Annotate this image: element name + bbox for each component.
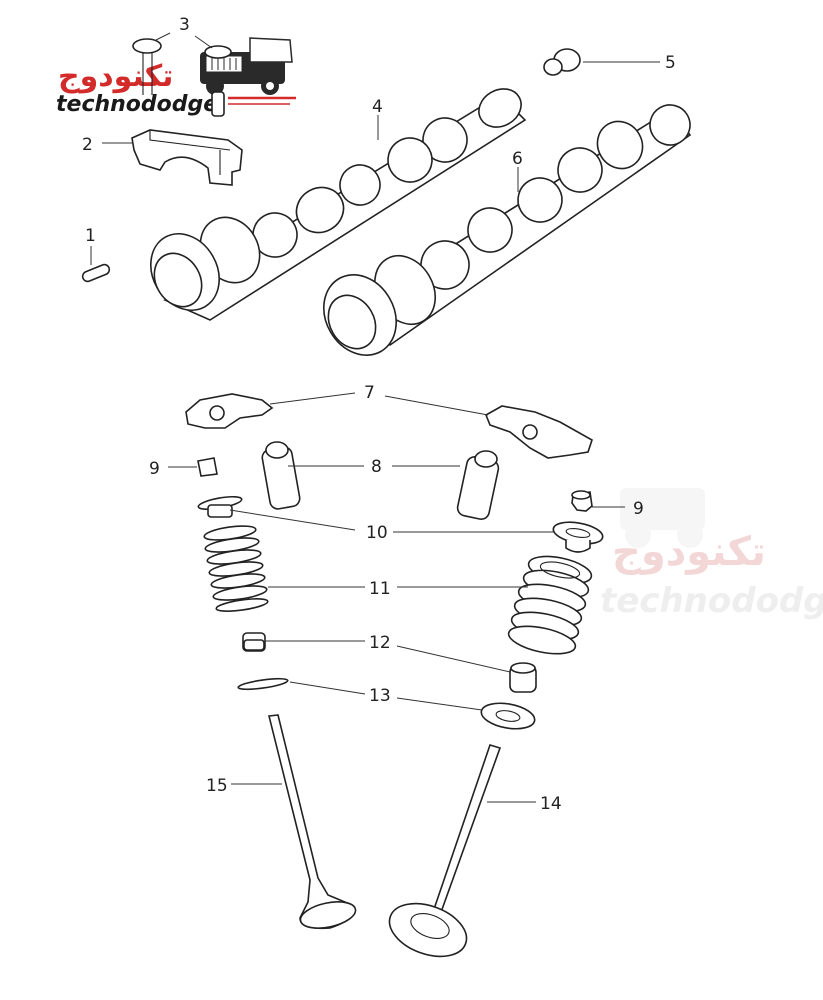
callout-10: 10 <box>366 523 388 543</box>
callout-5: 5 <box>665 53 676 73</box>
callout-14: 14 <box>540 794 562 814</box>
leader-lines <box>90 32 660 803</box>
watermark: تكنودوج technododge <box>600 488 823 621</box>
part-13-washer-left[interactable] <box>237 677 289 692</box>
part-9-keeper-right[interactable] <box>571 490 593 512</box>
part-7-rocker-arm-right[interactable] <box>484 405 593 459</box>
callout-13: 13 <box>369 686 391 706</box>
watermark-arabic: تكنودوج <box>612 529 766 575</box>
callout-4: 4 <box>372 97 383 117</box>
part-8-lash-adjuster-left[interactable] <box>261 441 301 510</box>
part-13-washer-right[interactable] <box>479 699 536 732</box>
part-7-rocker-arm-left[interactable] <box>185 393 274 429</box>
part-11-spring-left[interactable] <box>203 523 269 613</box>
part-12-stem-seal-left[interactable] <box>242 632 266 652</box>
logo-latin-text: technododge <box>56 92 218 117</box>
part-2-bearing-cap[interactable] <box>131 129 243 186</box>
brand-logo: تكنودوج technododge <box>56 37 296 117</box>
callout-9-left: 9 <box>149 459 160 479</box>
watermark-jeep-icon <box>620 488 705 548</box>
part-8-lash-adjuster-right[interactable] <box>456 450 500 521</box>
part-9-keeper-left[interactable] <box>197 457 218 477</box>
callout-15: 15 <box>206 776 228 796</box>
part-10-retainer-left[interactable] <box>197 494 243 518</box>
callout-11: 11 <box>369 579 391 599</box>
part-11-spring-right[interactable] <box>506 552 594 659</box>
callout-2: 2 <box>82 135 93 155</box>
logo-arabic-text: تكنودوج <box>58 59 173 94</box>
callout-3: 3 <box>179 15 190 35</box>
part-3-bolt[interactable] <box>132 38 232 117</box>
jeep-logo-icon <box>200 37 293 95</box>
callout-6: 6 <box>512 149 523 169</box>
watermark-latin: technododge <box>600 581 823 621</box>
callout-numbers: 1 2 3 4 5 6 7 8 9 9 10 11 12 13 14 15 <box>82 15 676 814</box>
callout-7: 7 <box>364 383 375 403</box>
part-5-plug[interactable] <box>543 48 581 76</box>
part-1-dowel-pin[interactable] <box>81 263 111 283</box>
callout-9-right: 9 <box>633 499 644 519</box>
part-6-exhaust-camshaft[interactable] <box>310 98 698 369</box>
part-10-retainer-right[interactable] <box>552 519 605 553</box>
part-4-intake-camshaft[interactable] <box>137 81 528 322</box>
part-15-exhaust-valve[interactable] <box>268 714 358 933</box>
callout-8: 8 <box>371 457 382 477</box>
part-12-stem-seal-right[interactable] <box>509 662 537 693</box>
callout-1: 1 <box>85 226 96 246</box>
part-14-intake-valve[interactable] <box>382 744 502 966</box>
callout-12: 12 <box>369 633 391 653</box>
